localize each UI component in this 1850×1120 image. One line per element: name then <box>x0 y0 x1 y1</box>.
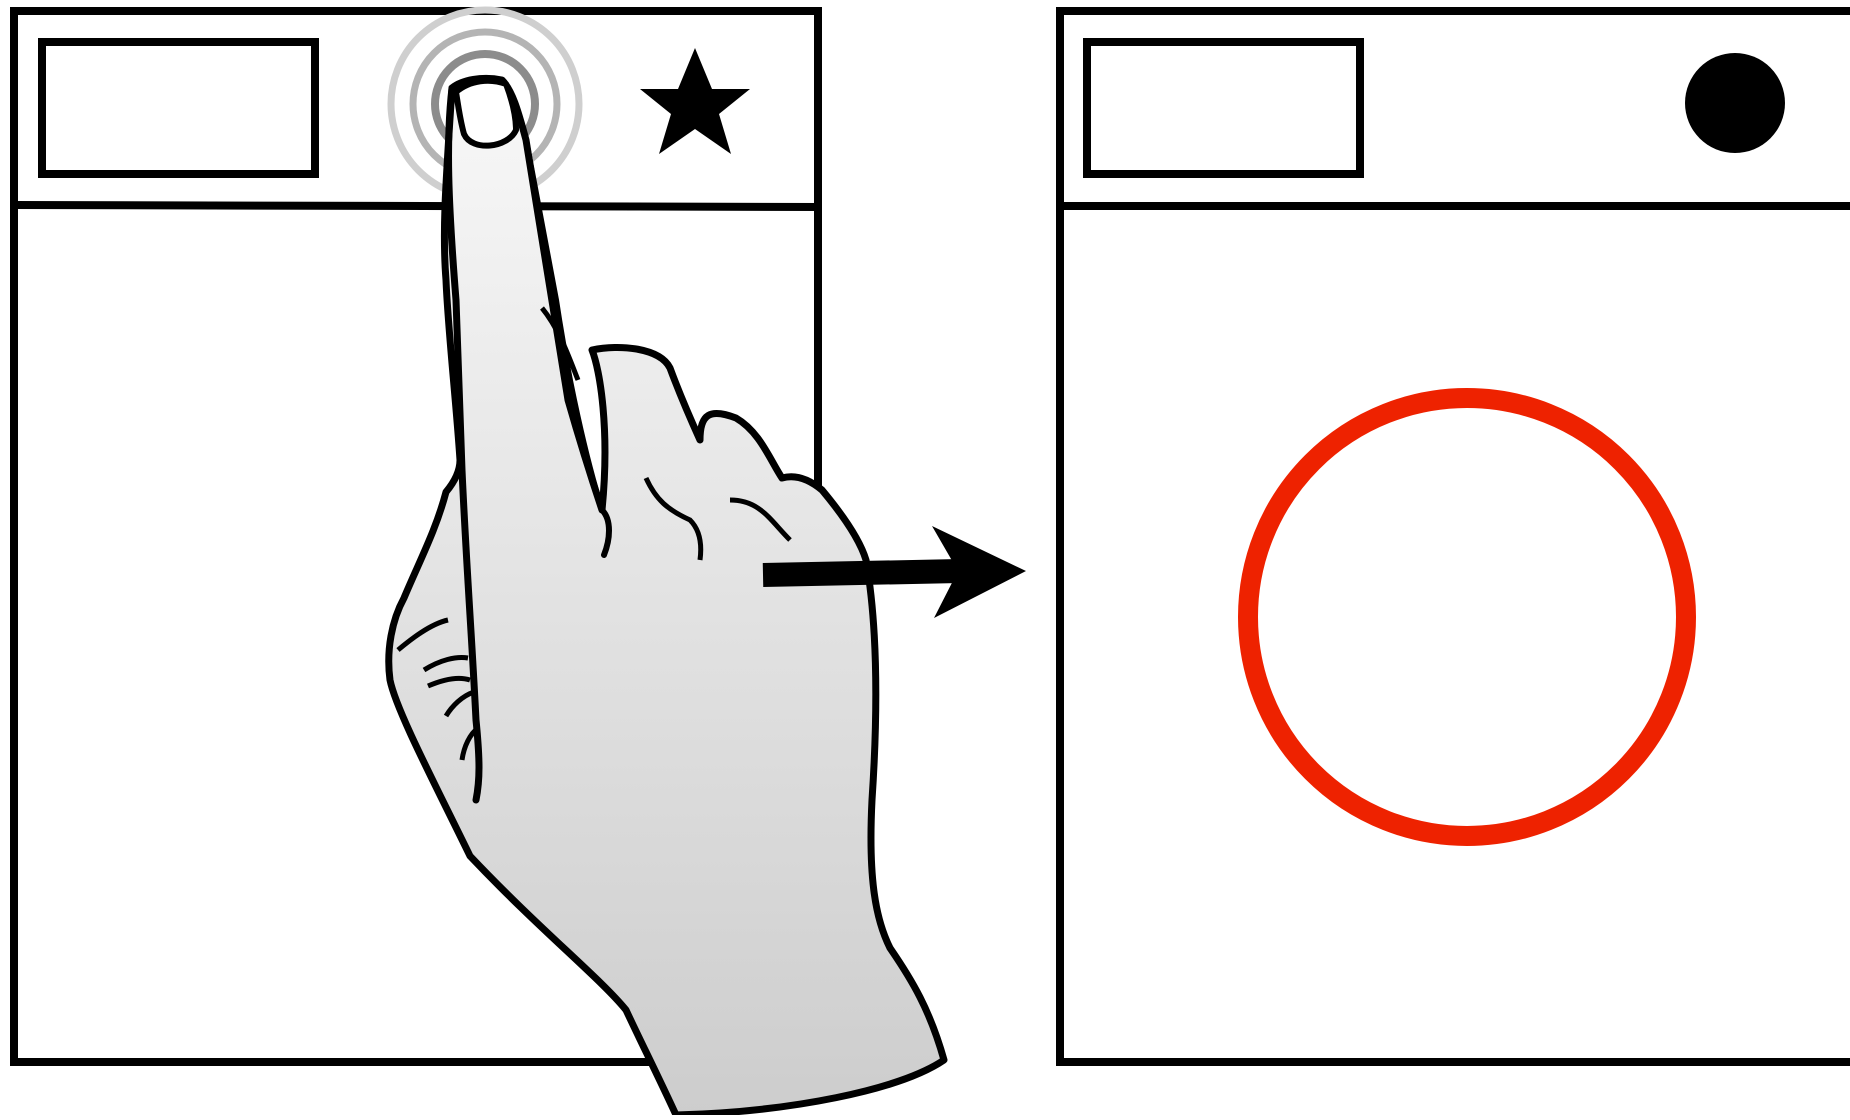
circle-outline-icon <box>1238 388 1696 846</box>
filled-circle-icon[interactable] <box>1685 53 1785 153</box>
index-finger-line <box>445 84 483 804</box>
middle-finger-crease <box>540 306 581 381</box>
star-icon[interactable] <box>640 48 750 154</box>
pointing-hand-icon <box>385 74 948 1119</box>
thumb-crease-3 <box>427 675 471 689</box>
knuckle-crease-1 <box>643 476 704 561</box>
thumb-crease-4 <box>443 689 475 718</box>
hand-shape <box>385 74 948 1119</box>
thumb-crease-1 <box>396 617 449 652</box>
thumb-crease-2 <box>422 655 469 673</box>
arrow-head <box>932 526 1026 618</box>
screen-before-header-field[interactable] <box>38 38 319 178</box>
knuckle-crease-2 <box>729 497 792 542</box>
screen-after-frame <box>1056 7 1850 1066</box>
thumb-crease-5 <box>459 726 480 761</box>
arrow-right-icon <box>762 526 1026 618</box>
screen-after <box>1056 7 1850 1066</box>
arrow-shaft <box>762 559 961 587</box>
fingernail <box>453 77 519 149</box>
screen-before-header-divider <box>13 201 823 211</box>
screen-after-header-field[interactable] <box>1083 38 1364 178</box>
